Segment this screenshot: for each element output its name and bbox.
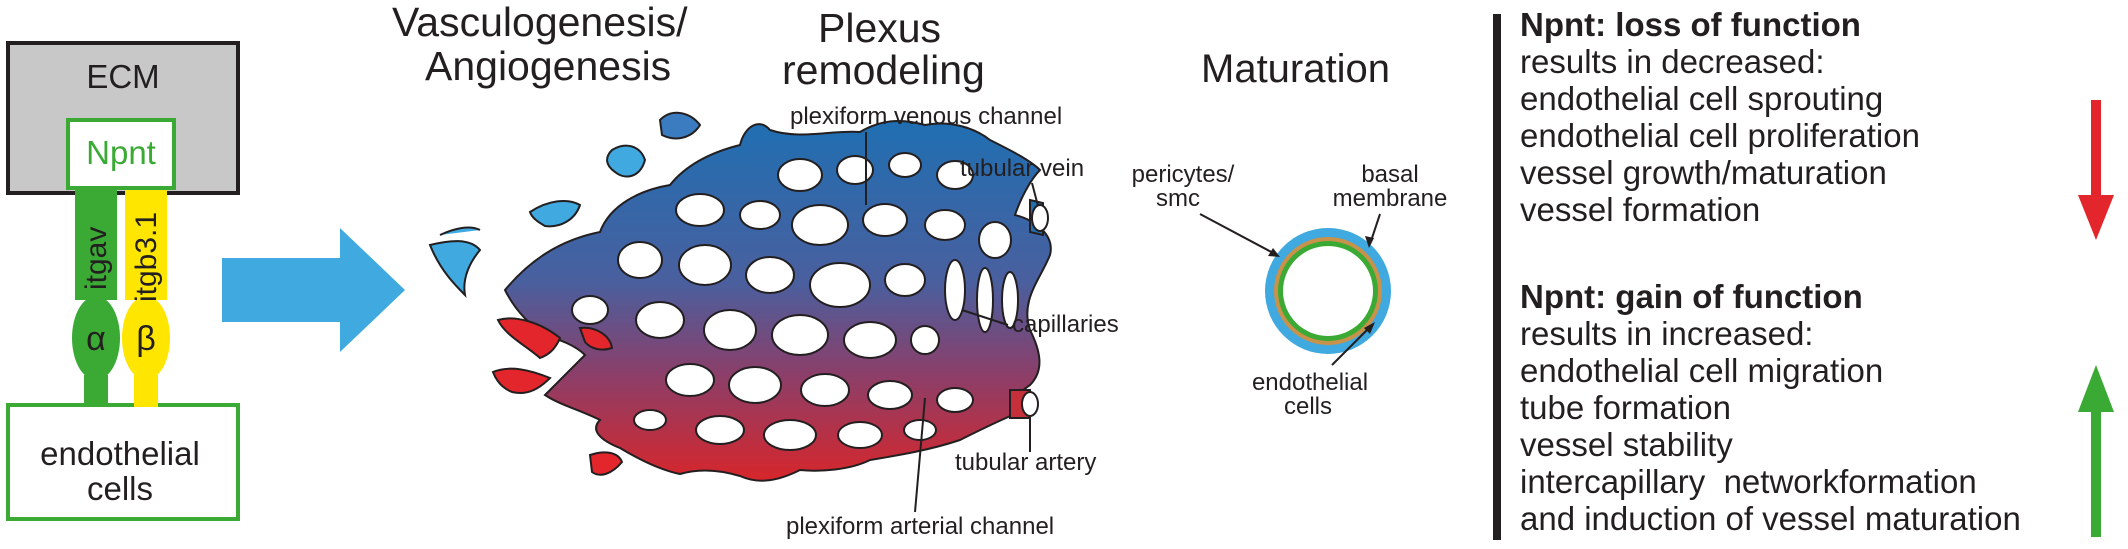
- label-basal: basal: [1361, 161, 1418, 188]
- label-tubular-artery: tubular artery: [955, 449, 1096, 476]
- label-plexiform-arterial-channel: plexiform arterial channel: [786, 513, 1054, 540]
- label-plexiform-venous-channel: plexiform venous channel: [790, 103, 1062, 130]
- label-membrane: membrane: [1333, 185, 1448, 212]
- maturation-title: Maturation: [1201, 47, 1390, 91]
- loss-item: endothelial cell proliferation: [1520, 117, 1920, 154]
- npnt-label: Npnt: [86, 134, 156, 171]
- vessel-lumen: [1283, 246, 1373, 336]
- network-panel: Vasculogenesis/ Angiogenesis Plexus remo…: [392, 0, 1119, 540]
- ecm-label: ECM: [86, 58, 159, 95]
- label-smc: smc: [1156, 185, 1200, 212]
- loss-section: Npnt: loss of function results in decrea…: [1520, 6, 1920, 228]
- plexus-body: [503, 120, 1052, 482]
- beta-subunit: [122, 296, 170, 380]
- divider-bar: [1493, 14, 1501, 540]
- gain-subheading: results in increased:: [1520, 315, 1814, 352]
- label-capillaries: capillaries: [1012, 311, 1119, 338]
- label-tubular-vein: tubular vein: [960, 155, 1084, 182]
- endothelial-label: endothelial: [40, 435, 200, 472]
- process-arrow: [222, 228, 405, 352]
- itgav-stalk: [75, 190, 117, 300]
- itgb-label: itgb3.1: [130, 212, 163, 302]
- increase-arrow: [2078, 365, 2114, 537]
- alpha-subunit: [72, 296, 120, 380]
- arterial-sprouts: [491, 317, 624, 476]
- venous-sprouts: [428, 111, 702, 298]
- loss-subheading: results in decreased:: [1520, 43, 1825, 80]
- gain-item: intercapillary networkformation: [1520, 463, 1977, 500]
- beta-label: β: [136, 320, 156, 358]
- decrease-arrow: [2078, 100, 2114, 240]
- title-plexus: Plexus: [818, 5, 941, 51]
- vessel-network: [428, 111, 1052, 482]
- tubular-vein-opening: [1031, 204, 1049, 232]
- gain-item: endothelial cell migration: [1520, 352, 1884, 389]
- loss-item: endothelial cell sprouting: [1520, 80, 1884, 117]
- gain-item: vessel stability: [1520, 426, 1733, 463]
- label-endothelial-cells: cells: [1284, 393, 1332, 420]
- label-pericytes: pericytes/: [1132, 161, 1235, 188]
- gain-heading: Npnt: gain of function: [1520, 278, 1863, 315]
- endothelial-cells-box: [6, 403, 240, 521]
- title-remodeling: remodeling: [782, 47, 985, 93]
- itgav-label: itgav: [80, 227, 113, 290]
- alpha-label: α: [86, 320, 106, 358]
- gain-item: and induction of vessel maturation: [1520, 500, 2021, 537]
- receptor-panel: ECM Npnt itgav α itgb3.1 β endothelial c…: [6, 41, 240, 521]
- cells-label: cells: [87, 470, 153, 507]
- gain-section: Npnt: gain of function results in increa…: [1520, 278, 2021, 537]
- maturation-panel: Maturation pericytes/ smc basal membrane…: [1132, 47, 1448, 420]
- title-vasculogenesis: Vasculogenesis/: [392, 0, 688, 45]
- label-endothelial: endothelial: [1252, 369, 1368, 396]
- tubular-artery-opening: [1021, 391, 1039, 417]
- network-holes: [571, 152, 1019, 451]
- loss-heading: Npnt: loss of function: [1520, 6, 1861, 43]
- loss-item: vessel growth/maturation: [1520, 154, 1887, 191]
- loss-item: vessel formation: [1520, 191, 1761, 228]
- itgb-stalk: [125, 190, 167, 300]
- title-angiogenesis: Angiogenesis: [425, 43, 671, 89]
- gain-item: tube formation: [1520, 389, 1731, 426]
- npnt-box: [66, 118, 176, 190]
